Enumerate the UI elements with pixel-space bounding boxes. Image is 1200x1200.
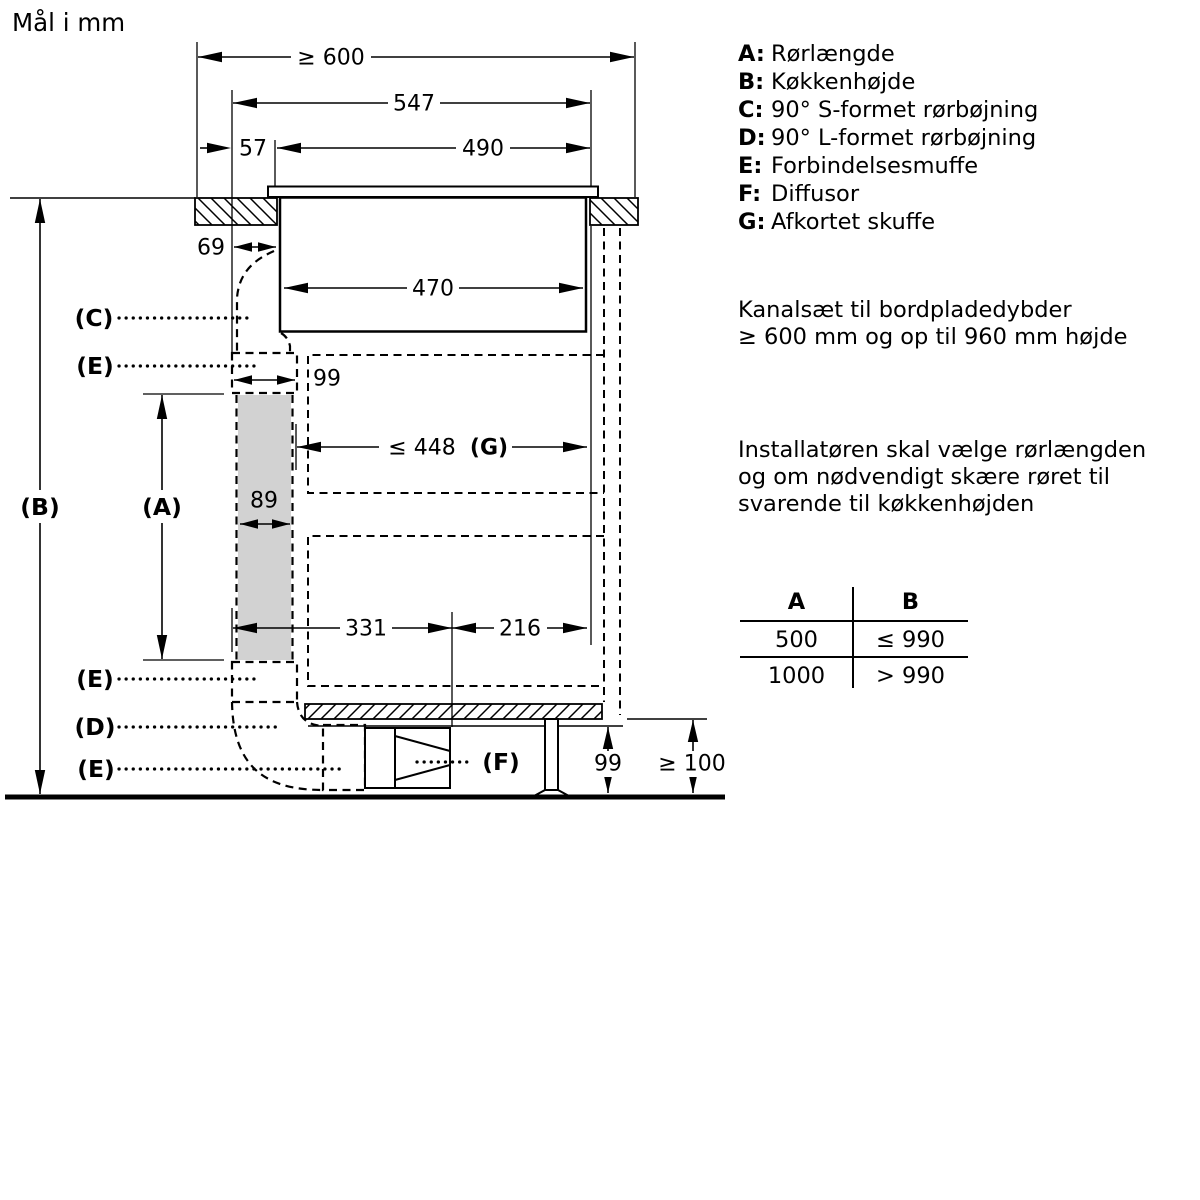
dimensions: ≥ 600 547 57 490 69 470 [15,44,737,794]
dim-rear-offset: 57 [239,137,267,162]
table-rule-2 [740,656,968,658]
countertop-left-section [194,197,278,226]
legend-key-b: B: [738,69,765,95]
installer-note: Installatøren skal vælge rørlængden og o… [738,437,1146,518]
legend-key-d: D: [738,125,766,151]
table-rule-1 [740,620,968,622]
legend-key-g: G: [738,209,766,235]
page-title: Mål i mm [12,8,126,37]
legend-item-g: G:Afkortet skuffe [738,208,1038,236]
drawer-upper-outline [307,354,604,494]
dim-sleeve-width: 99 [313,367,341,392]
legend-item-f: F: Diffusor [738,180,1038,208]
legend-item-a: A:Rørlængde [738,40,1038,68]
legend-label-e: Forbindelsesmuffe [771,153,979,179]
legend-item-c: C: 90° S-formet rørbøjning [738,96,1038,124]
s-bend-inner-wall [280,332,292,353]
table-cell-b1: ≤ 990 [876,627,945,653]
diffusor [364,727,451,789]
legend-item-b: B:Køkkenhøjde [738,68,1038,96]
label-sleeve-top: (E) [76,352,114,380]
label-l-bend: (D) [75,713,116,741]
dim-duct-offset: 69 [197,236,225,261]
dim-hob-width: 547 [393,92,435,117]
pipe-fill [238,395,291,660]
dim-cutout-width: 490 [462,137,504,162]
s-bend-outer-wall [235,249,275,353]
legend-item-e: E: Forbindelsesmuffe [738,152,1038,180]
dim-base-front: 331 [345,617,387,642]
legend-item-d: D:90° L-formet rørbøjning [738,124,1038,152]
legend: A:Rørlængde B:Køkkenhøjde C: 90° S-formet… [738,40,1038,236]
legend-label-f: Diffusor [771,181,860,207]
duct-note-line1: Kanalsæt til bordpladedybder [738,297,1072,323]
base-panel [304,703,603,720]
drawer-lower-outline [307,535,604,687]
installer-note-line2: og om nødvendigt skære røret til [738,464,1111,490]
legend-key-e: E: [738,153,763,179]
label-diffusor: (F) [482,748,520,776]
legend-key-c: C: [738,97,764,123]
legend-label-c: 90° S-formet rørbøjning [771,97,1039,123]
dim-drawer-label: (G) [470,436,508,461]
hob-top-plate [267,185,599,198]
hob-body [278,196,588,333]
diffusor-vane-bottom [394,764,451,781]
dim-body-width: 470 [412,277,454,302]
label-pipe-length: (A) [142,493,182,521]
duct-note: Kanalsæt til bordpladedybder ≥ 600 mm og… [738,297,1127,351]
connector-sleeve-bottom [321,723,367,792]
connector-sleeve-top [230,351,299,395]
part-leaders [117,316,474,771]
base-assembly [5,703,725,800]
diffusor-housing [364,727,451,789]
legend-key-f: F: [738,181,762,207]
hob [267,185,599,333]
countertop-right-section [589,197,639,226]
dim-countertop-depth: ≥ 600 [297,46,364,71]
installation-diagram: ≥ 600 547 57 490 69 470 [5,42,737,800]
countertop [10,197,639,226]
legend-label-d: 90° L-formet rørbøjning [771,125,1037,151]
legend-label-g: Afkortet skuffe [771,209,936,235]
table-header-b: B [901,589,920,615]
table-cell-a2: 1000 [767,663,826,689]
installer-note-line3: svarende til køkkenhøjden [738,491,1035,517]
table-cell-a1: 500 [775,627,818,653]
dim-pipe-width: 89 [250,489,278,514]
duct-note-line2: ≥ 600 mm og op til 960 mm højde [738,324,1128,350]
legend-label-b: Køkkenhøjde [771,69,916,95]
label-s-bend: (C) [75,304,114,332]
dim-base-rear: 216 [499,617,541,642]
cabinet-outline [307,228,621,715]
legend-label-a: Rørlængde [771,41,895,67]
dim-plinth-height: ≥ 100 [658,752,725,777]
legend-key-a: A: [738,41,765,67]
label-sleeve-middle: (E) [76,665,114,693]
dim-recess-height: 99 [594,752,622,777]
table-divider [852,587,854,688]
label-kitchen-height: (B) [20,493,59,521]
label-sleeve-bottom: (E) [77,755,115,783]
part-labels: (C) (E) (E) (D) (E) (F) [75,304,520,783]
table-header-a: A [787,589,806,615]
cabinet-leg [544,718,559,791]
diffusor-vane-top [394,735,451,752]
dim-drawer-depth: ≤ 448 [388,436,455,461]
installer-note-line1: Installatøren skal vælge rørlængden [738,437,1147,463]
table-cell-b2: > 990 [876,663,945,689]
connector-sleeve-middle [230,660,299,704]
